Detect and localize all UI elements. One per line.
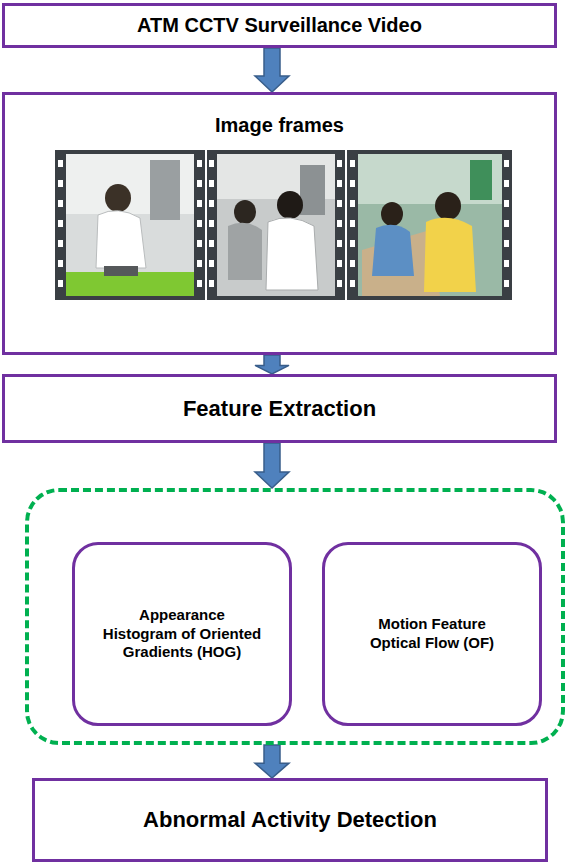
node-label: Appearance Histogram of Oriented Gradien… [102, 606, 262, 662]
process-box: Image frames [2, 92, 557, 355]
node-label: Image frames [215, 113, 344, 138]
film-sprockets [58, 160, 509, 287]
process-box: Feature Extraction [2, 374, 557, 443]
feature-box: Appearance Histogram of Oriented Gradien… [72, 542, 292, 726]
block-arrow [255, 355, 289, 374]
node-label: Motion Feature Optical Flow (OF) [357, 615, 507, 653]
block-arrow [255, 745, 289, 778]
group-box: Appearance Histogram of Oriented Gradien… [25, 488, 565, 745]
feature-box: Motion Feature Optical Flow (OF) [322, 542, 542, 726]
node-label: ATM CCTV Surveillance Video [137, 13, 422, 38]
process-box: Abnormal Activity Detection [32, 778, 548, 862]
node-label: Abnormal Activity Detection [143, 806, 437, 834]
block-arrow [255, 48, 289, 92]
process-box: ATM CCTV Surveillance Video [2, 3, 557, 48]
video-frame [347, 150, 512, 300]
block-arrow [255, 443, 289, 488]
node-label: Feature Extraction [183, 395, 376, 423]
video-frame [207, 150, 345, 300]
video-frame [55, 150, 205, 300]
